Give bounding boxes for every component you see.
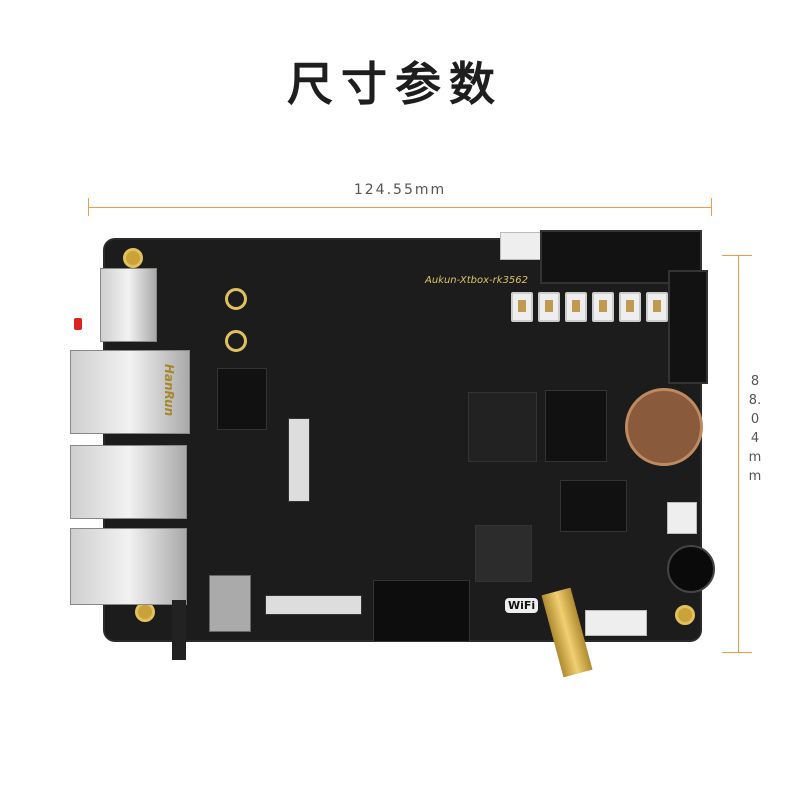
height-dimension-tick-top bbox=[722, 255, 752, 256]
width-dimension-label: 124.55mm bbox=[353, 182, 447, 198]
height-dimension-tick-bottom bbox=[722, 652, 752, 653]
jst-connector bbox=[500, 232, 542, 260]
soc-chip bbox=[468, 392, 537, 462]
jst-connector bbox=[585, 610, 647, 636]
recovery-button[interactable] bbox=[592, 292, 614, 322]
ethernet-brand: HanRun bbox=[162, 363, 177, 417]
esc-key-button[interactable] bbox=[511, 292, 533, 322]
mounting-hole bbox=[123, 248, 143, 268]
page-title: 尺寸参数 bbox=[287, 57, 503, 111]
wifi-module bbox=[475, 525, 532, 582]
coin-battery bbox=[625, 388, 703, 466]
microphone bbox=[667, 545, 715, 593]
circuit-board: Aukun-Xtbox-rk3562 WiFi bbox=[105, 232, 715, 642]
connector bbox=[373, 580, 470, 642]
fpc-connector bbox=[288, 418, 310, 502]
fpc-connector bbox=[265, 595, 362, 615]
width-dimension-tick-right bbox=[711, 198, 712, 216]
board-silkscreen: Aukun-Xtbox-rk3562 bbox=[425, 275, 529, 286]
usb-port-top bbox=[70, 445, 187, 519]
emmc-chip bbox=[560, 480, 627, 532]
mounting-hole bbox=[225, 288, 247, 310]
ethernet-port: HanRun bbox=[70, 350, 190, 434]
ethernet-transformer bbox=[217, 368, 267, 430]
usb-logo bbox=[76, 466, 96, 496]
power-switch bbox=[172, 600, 186, 660]
memory-chip bbox=[545, 390, 607, 462]
width-dimension-tick-left bbox=[88, 198, 89, 216]
menu-key-button[interactable] bbox=[538, 292, 560, 322]
reset-button[interactable] bbox=[646, 292, 668, 322]
led bbox=[74, 318, 82, 330]
wifi-logo: WiFi bbox=[505, 598, 539, 613]
mounting-hole bbox=[225, 330, 247, 352]
mounting-hole bbox=[135, 602, 155, 622]
maskrom-button[interactable] bbox=[619, 292, 641, 322]
height-dimension-label: 88.04mm bbox=[748, 374, 762, 484]
usb-port-bottom bbox=[70, 528, 187, 605]
sim-slot bbox=[209, 575, 251, 632]
jst-connector bbox=[667, 502, 697, 534]
gpio-header bbox=[540, 230, 702, 284]
power-jack bbox=[100, 268, 157, 342]
height-dimension-line bbox=[738, 255, 739, 653]
mounting-hole bbox=[675, 605, 695, 625]
side-header bbox=[668, 270, 708, 384]
vplus-key-button[interactable] bbox=[565, 292, 587, 322]
width-dimension-line bbox=[88, 207, 712, 208]
